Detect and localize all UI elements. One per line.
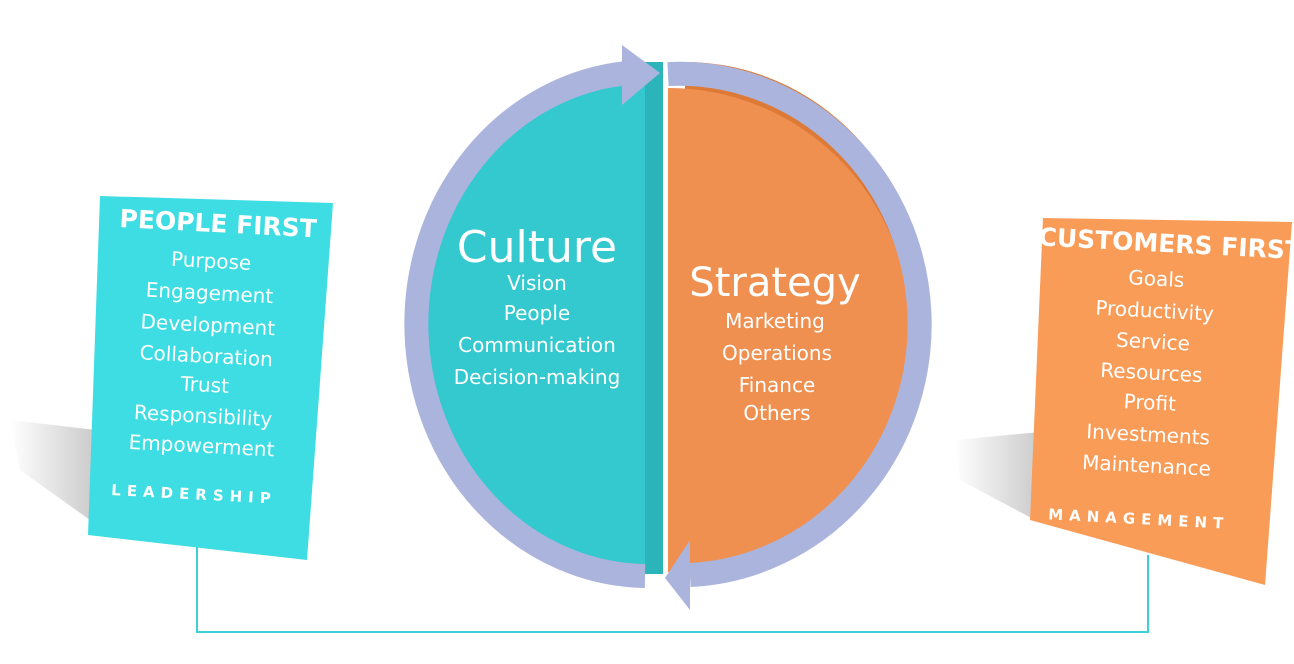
strategy-title: Strategy xyxy=(689,260,860,306)
card-item: Profit xyxy=(1123,389,1177,416)
cycle-arrow-left xyxy=(404,45,660,588)
connector-line xyxy=(196,535,1149,633)
strategy-half: Strategy Marketing Operations Finance Ot… xyxy=(668,62,925,572)
strategy-item: Finance xyxy=(739,373,816,397)
culture-item: Communication xyxy=(458,333,616,357)
card-item: Service xyxy=(1116,328,1191,356)
card-item: Goals xyxy=(1128,265,1185,292)
card-item: Resources xyxy=(1100,358,1203,387)
strategy-item: Others xyxy=(743,401,810,425)
culture-item: Decision-making xyxy=(454,365,621,389)
culture-title: Culture xyxy=(457,222,617,273)
culture-item: Vision xyxy=(507,271,567,295)
customers-first-card: CUSTOMERS FIRST Goals Productivity Servi… xyxy=(1030,218,1294,585)
culture-item: People xyxy=(504,301,570,325)
card-item: Purpose xyxy=(171,247,252,275)
left-card-shadow xyxy=(10,420,96,520)
people-first-card: PEOPLE FIRST Purpose Engagement Developm… xyxy=(88,196,333,560)
culture-half: Culture Vision People Communication Deci… xyxy=(420,62,663,574)
cycle-arrow-right xyxy=(665,61,932,610)
right-card-shadow xyxy=(955,432,1040,520)
card-item: Trust xyxy=(179,371,230,398)
strategy-item: Operations xyxy=(722,341,832,365)
strategy-item: Marketing xyxy=(725,309,825,333)
